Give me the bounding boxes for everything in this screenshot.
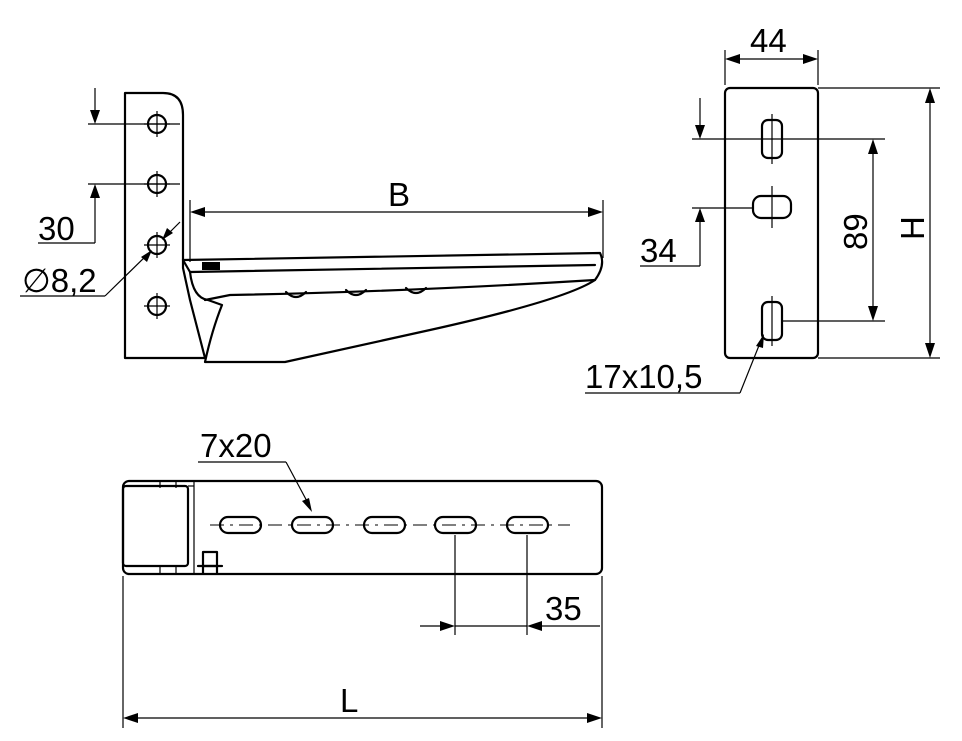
dim-34: 34 (640, 98, 885, 269)
side-view: 30 ∅8,2 B (20, 88, 604, 364)
side-plate-outline (123, 91, 207, 360)
dim-l: L (122, 576, 603, 728)
label-slot-pitch: 34 (640, 232, 677, 269)
plate-holes (144, 111, 170, 319)
arm-top-outline (121, 479, 604, 576)
arm-slot (290, 515, 335, 535)
arm-tab (201, 550, 219, 568)
label-side-pitch: 30 (38, 210, 75, 247)
dim-44: 44 (724, 22, 819, 85)
dim-30: 30 (38, 88, 180, 247)
arm-slot (362, 515, 407, 535)
arm-slot (433, 515, 478, 535)
dim-b: B (189, 176, 604, 262)
label-overall-length: L (340, 682, 358, 719)
label-plate-slot-size: 17x10,5 (585, 358, 702, 395)
label-plate-width: 44 (750, 22, 787, 59)
dim-diameter: ∅8,2 (20, 221, 181, 299)
top-view: 7x20 35 L (121, 427, 604, 728)
label-arm-slot-pitch: 35 (545, 590, 582, 627)
arm-slots (218, 515, 550, 535)
plate-section (121, 484, 190, 568)
front-plate-outline (723, 86, 820, 360)
dim-arm-slot-size: 7x20 (198, 427, 312, 512)
label-hole-diameter: ∅8,2 (22, 262, 97, 299)
label-arm-slot-size: 7x20 (200, 427, 272, 464)
dim-35: 35 (420, 535, 600, 635)
dim-h: H (818, 87, 940, 359)
dim-slot-size: 17x10,5 (585, 334, 764, 395)
dim-89: 89 (782, 139, 885, 322)
side-arm-tab (202, 262, 220, 270)
label-plate-height: H (894, 216, 931, 240)
arm-slot (505, 515, 550, 535)
label-slot-spacing: 89 (837, 213, 874, 250)
arm-slot (218, 515, 263, 535)
front-view: 44 34 89 H (585, 22, 940, 395)
label-arm-length: B (388, 176, 410, 213)
